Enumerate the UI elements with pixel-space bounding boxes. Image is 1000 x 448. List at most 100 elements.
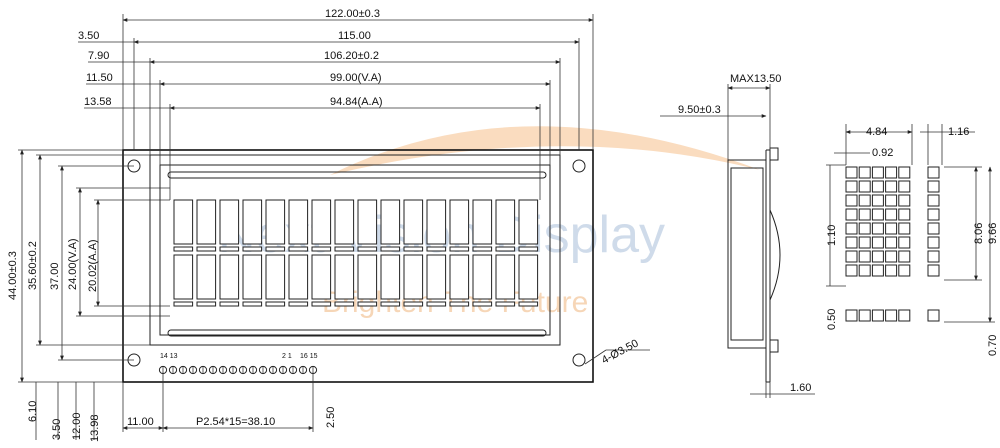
matrix-dot-next	[927, 166, 940, 179]
cursor-line	[334, 301, 355, 307]
cursor-line	[219, 301, 240, 307]
char-cell	[173, 199, 194, 245]
matrix-dot	[898, 180, 911, 193]
matrix-dot	[885, 222, 898, 235]
hole-callout: 4-Ø3.50	[600, 337, 641, 366]
matrix-dot	[845, 166, 858, 179]
cursor-line	[196, 301, 217, 307]
dim-char-gap: 1.16	[948, 126, 969, 138]
dim-pin-pitch: P2.54*15=38.10	[196, 416, 275, 428]
matrix-dot	[845, 222, 858, 235]
matrix-dot	[898, 166, 911, 179]
dim-max-thickness: MAX13.50	[730, 73, 781, 85]
cursor-line	[173, 246, 194, 252]
matrix-dot	[871, 208, 884, 221]
char-cell	[403, 254, 424, 300]
cursor-line	[288, 301, 309, 307]
matrix-dot	[845, 236, 858, 249]
cursor-line	[265, 301, 286, 307]
cursor-line	[495, 246, 516, 252]
cursor-line	[403, 301, 424, 307]
char-cell	[311, 254, 332, 300]
dim-char-total-height: 8.06	[973, 223, 985, 244]
cursor-line	[173, 301, 194, 307]
character-cells	[173, 199, 539, 307]
matrix-dot	[898, 264, 911, 277]
dim-overall-width: 122.00±0.3	[325, 8, 380, 20]
cursor-dot	[871, 309, 884, 322]
module-outline	[122, 149, 594, 383]
matrix-dot	[898, 208, 911, 221]
char-cell	[219, 199, 240, 245]
cursor-line	[311, 246, 332, 252]
dim-viewing-area-height: 24.00(V.A)	[67, 238, 79, 290]
cursor-line	[196, 246, 217, 252]
matrix-dot	[885, 250, 898, 263]
dim-bezel-height: 35.60±0.2	[27, 241, 39, 290]
cursor-line	[357, 301, 378, 307]
matrix-dot-next	[927, 180, 940, 193]
char-cell	[472, 254, 493, 300]
matrix-dot	[845, 250, 858, 263]
char-cell	[449, 254, 470, 300]
cursor-line	[472, 246, 493, 252]
dim-12-00: 12.00	[71, 412, 83, 440]
cursor-line	[449, 246, 470, 252]
pin-header	[158, 365, 318, 375]
matrix-dot	[858, 166, 871, 179]
matrix-dot	[898, 250, 911, 263]
matrix-dot	[871, 250, 884, 263]
matrix-dot	[885, 208, 898, 221]
cursor-dot	[858, 309, 871, 322]
dim-hole-pitch: 115.00	[338, 30, 371, 42]
dim-char-width: 4.84	[866, 126, 887, 138]
matrix-dot-next	[927, 264, 940, 277]
char-cell	[196, 254, 217, 300]
dim-offset-7-90: 7.90	[88, 50, 109, 62]
char-cell	[518, 254, 539, 300]
cursor-line	[426, 246, 447, 252]
char-cell	[265, 199, 286, 245]
matrix-dot-next	[927, 250, 940, 263]
char-cell	[196, 199, 217, 245]
dim-active-area-width: 94.84(A.A)	[330, 96, 383, 108]
matrix-dot	[885, 180, 898, 193]
pin-label-14-13: 14 13	[160, 353, 178, 360]
cursor-line	[380, 246, 401, 252]
cursor-dot	[898, 309, 911, 322]
matrix-dot	[898, 236, 911, 249]
cursor-line	[219, 246, 240, 252]
matrix-dot	[858, 236, 871, 249]
matrix-dot	[871, 264, 884, 277]
char-cell	[311, 199, 332, 245]
cursor-line	[518, 301, 539, 307]
top-bar	[167, 171, 547, 179]
cursor-line	[403, 246, 424, 252]
dim-offset-13-58: 13.58	[84, 96, 112, 108]
char-cell	[288, 254, 309, 300]
dim-active-area-height: 20.02(A.A)	[87, 239, 99, 292]
matrix-dot-next	[927, 222, 940, 235]
char-cell	[495, 254, 516, 300]
dim-underline-gap: 0.50	[826, 309, 838, 330]
char-cell	[518, 199, 539, 245]
char-cell	[265, 254, 286, 300]
dim-offset-11-50: 11.50	[86, 72, 113, 84]
matrix-dot	[858, 180, 871, 193]
watermark-swoosh	[330, 126, 760, 175]
char-cell	[403, 199, 424, 245]
front-view: 14 13 2 1 16 15 122.00±0.3 115.00 3.50 1…	[7, 8, 650, 442]
char-cell	[426, 254, 447, 300]
matrix-dot	[898, 194, 911, 207]
matrix-dot	[898, 222, 911, 235]
cursor-dot	[885, 309, 898, 322]
cursor-line	[518, 246, 539, 252]
char-cell	[173, 254, 194, 300]
dim-pcb-thickness: 1.60	[790, 382, 811, 394]
matrix-dot	[871, 180, 884, 193]
mounting-hole-tr	[572, 159, 586, 173]
bottom-bar	[167, 329, 547, 337]
char-cell	[334, 199, 355, 245]
char-cell	[242, 254, 263, 300]
